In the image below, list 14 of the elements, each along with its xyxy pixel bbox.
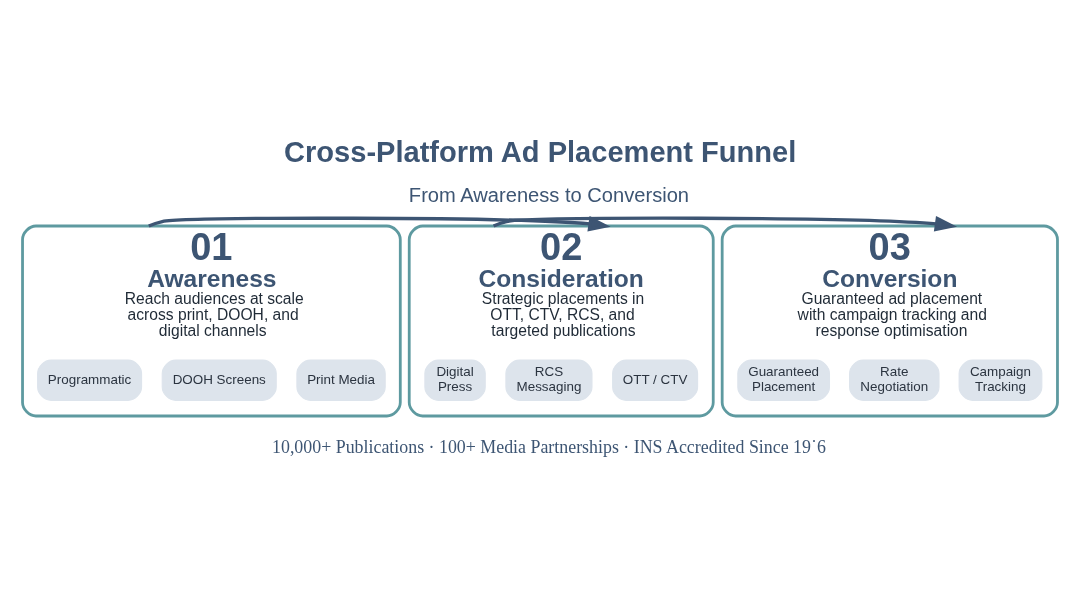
diagram-title: Cross-Platform Ad Placement Funnel [284, 135, 797, 168]
node-box: Print Media [296, 359, 386, 401]
node-box: Digital Press [424, 359, 486, 401]
node-box: OTT / CTV [612, 359, 699, 401]
node-box: DOOH Screens [161, 359, 277, 401]
arrow [148, 215, 611, 231]
node-box: RCS Messaging [505, 359, 593, 401]
label: From Awareness to Conversion [408, 183, 690, 206]
node-box: Guaranteed Placement [737, 359, 831, 401]
arrow [492, 215, 958, 231]
node-box: Programmatic [37, 359, 143, 401]
node-box: Campaign Tracking [958, 359, 1043, 401]
label: 10,000+ Publications · 100+ Media Partnerships · INS Accredited Since 19˙6 [272, 436, 826, 457]
node-box: Rate Negotiation [849, 359, 940, 401]
